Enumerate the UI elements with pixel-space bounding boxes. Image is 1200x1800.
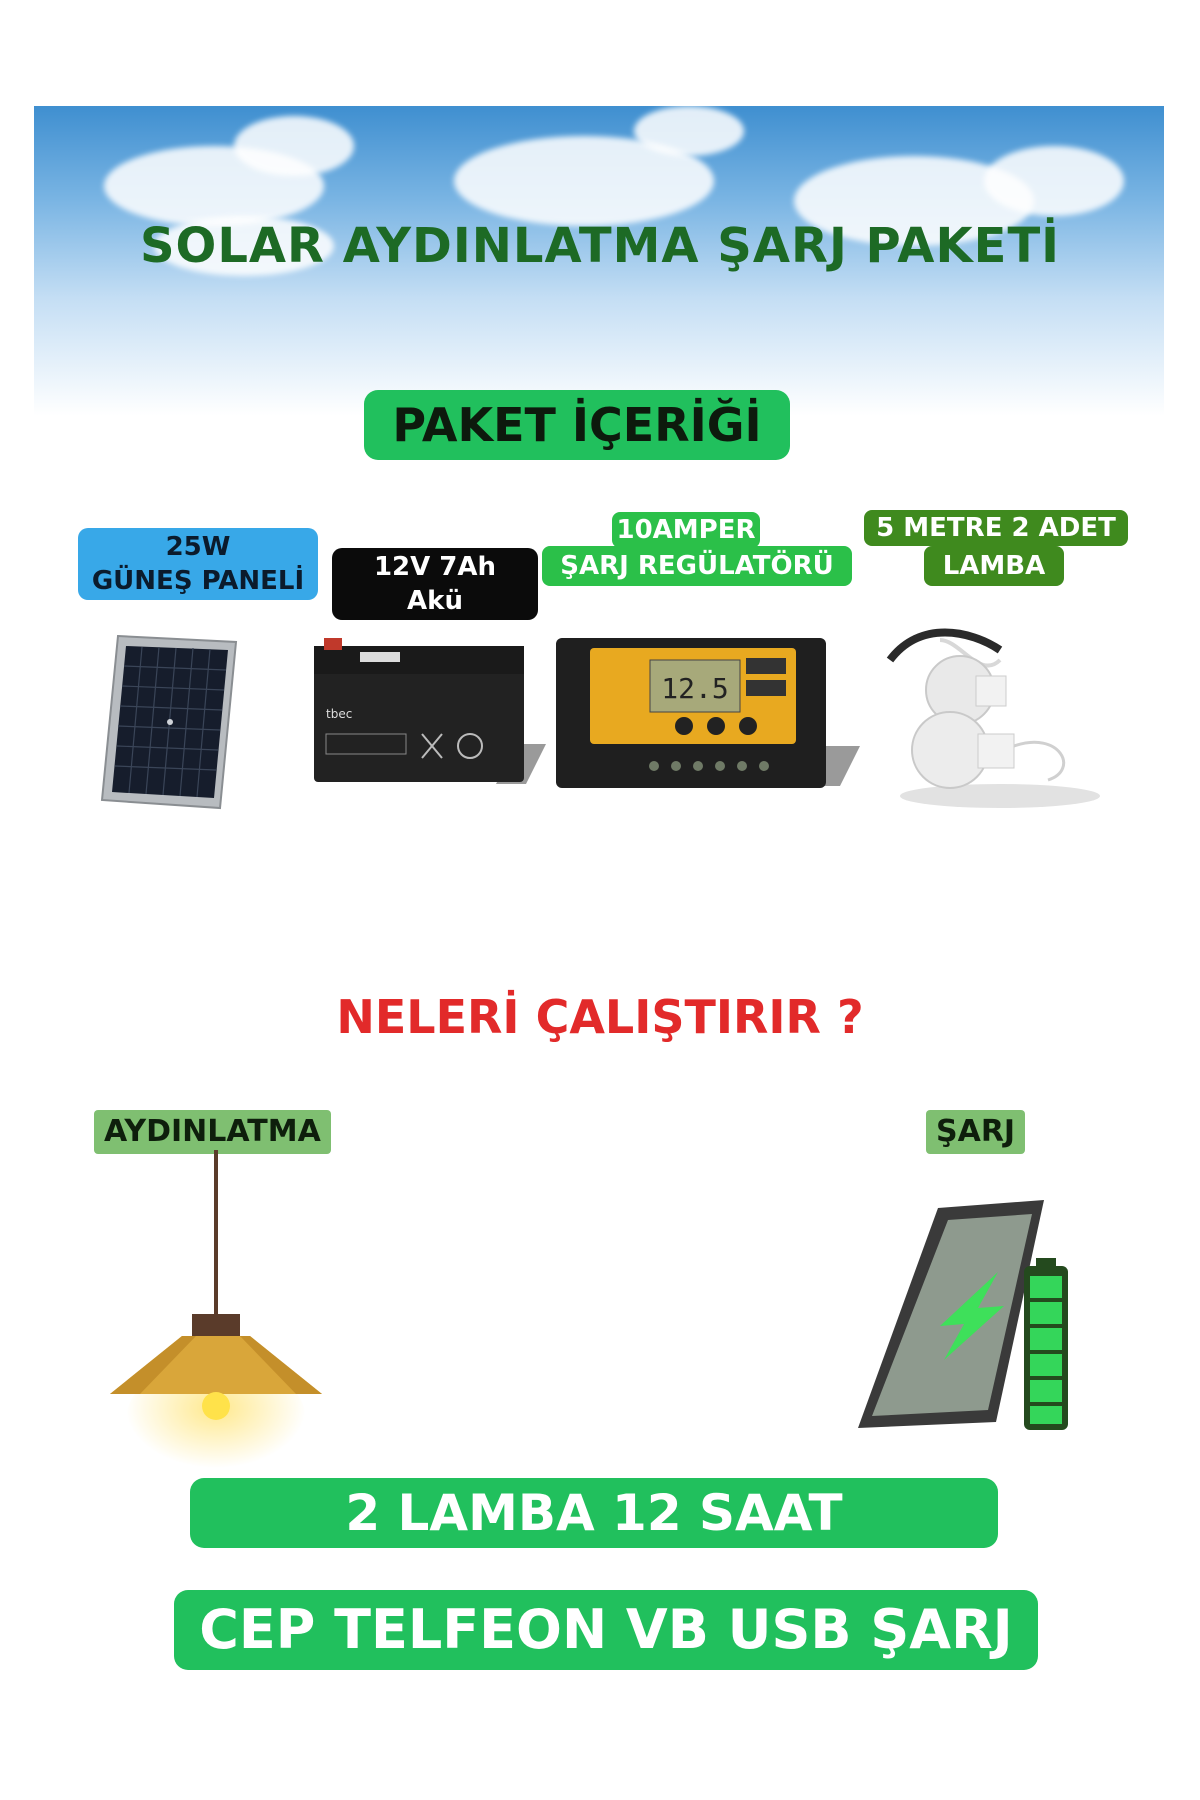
phone-charging-icon [848, 1196, 1088, 1436]
solar-panel-name: GÜNEŞ PANELİ [91, 566, 305, 596]
lighting-tag: AYDINLATMA [94, 1110, 331, 1154]
lamp-bulbs-icon [880, 620, 1110, 810]
svg-text:tbec: tbec [326, 707, 352, 721]
lamp-duration-banner: 2 LAMBA 12 SAAT KESİNTİSİZ [190, 1478, 998, 1612]
usb-charge-banner: CEP TELFEON VB USB ŞARJ [174, 1590, 1038, 1670]
battery-label: 12V 7Ah Akü [332, 548, 538, 620]
charging-tag: ŞARJ [926, 1110, 1026, 1154]
lamps-name-label: LAMBA [924, 546, 1064, 586]
controller-screen-value: 12.5 [661, 672, 728, 705]
controller-name-label: ŞARJ REGÜLATÖRÜ [542, 546, 852, 586]
charge-controller-icon: 12.5 [554, 636, 864, 792]
solar-panel-label: 25W GÜNEŞ PANELİ [78, 528, 318, 600]
battery-icon: tbec [310, 634, 550, 786]
page-title: SOLAR AYDINLATMA ŞARJ PAKETİ [139, 218, 1061, 274]
solar-panel-power: 25W [165, 532, 231, 562]
usage-heading: NELERİ ÇALIŞTIRIR ? [336, 990, 864, 1044]
controller-amp-label: 10AMPER [612, 512, 760, 548]
sky-banner [34, 106, 1164, 416]
pendant-lamp-icon [100, 1150, 340, 1480]
solar-panel-icon [100, 632, 240, 812]
lamps-length-label: 5 METRE 2 ADET [864, 510, 1128, 546]
package-contents-heading: PAKET İÇERİĞİ [364, 390, 790, 460]
